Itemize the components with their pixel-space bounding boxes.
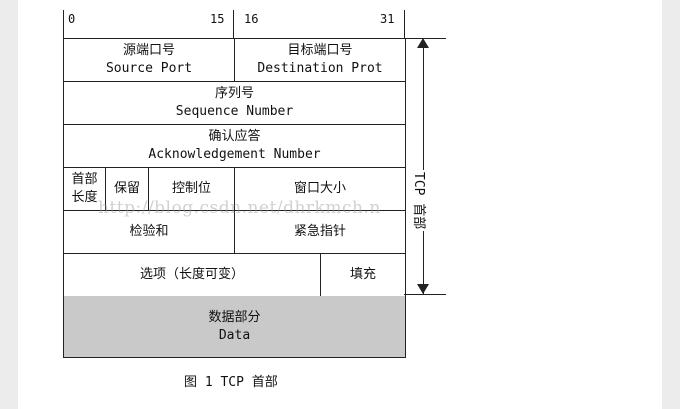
cell-ack-number: 确认应答 Acknowledgement Number [64, 124, 405, 167]
control-bits-label: 控制位 [171, 180, 211, 196]
cell-header-length: 首部 长度 [64, 167, 106, 210]
padding-label: 填充 [349, 266, 376, 282]
tcp-header-side-label: TCP 首部 [411, 170, 430, 232]
figure-caption: 图 1 TCP 首部 [184, 375, 278, 390]
data-en: Data [218, 327, 251, 343]
row-ack: 确认应答 Acknowledgement Number [64, 124, 405, 168]
bit-label-0: 0 [68, 12, 76, 26]
watermark-text: http://blog.csdn.net/dhrkmch.n [98, 198, 381, 218]
ack-en: Acknowledgement Number [148, 146, 321, 162]
cell-urgent-pointer: 紧急指针 [235, 210, 405, 253]
cell-control-bits: 控制位 [149, 167, 235, 210]
reserved-label: 保留 [113, 180, 140, 196]
cell-source-port: 源端口号 Source Port [64, 39, 235, 81]
tick-left [63, 10, 64, 38]
cell-window-size: 窗口大小 [235, 167, 405, 210]
data-cn: 数据部分 [208, 309, 261, 325]
tick-right [404, 10, 405, 38]
row-ports: 源端口号 Source Port 目标端口号 Destination Prot [64, 39, 405, 82]
bracket-vertical-line [423, 40, 424, 294]
bit-label-31: 31 [380, 12, 395, 26]
header-length-line1: 首部 [71, 171, 98, 187]
cell-sequence-number: 序列号 Sequence Number [64, 81, 405, 124]
tcp-header-table: 源端口号 Source Port 目标端口号 Destination Prot … [63, 38, 406, 358]
cell-checksum: 检验和 [64, 210, 235, 253]
arrow-down-icon [417, 284, 429, 294]
row-sequence: 序列号 Sequence Number [64, 81, 405, 125]
source-port-en: Source Port [105, 61, 193, 76]
sequence-cn: 序列号 [214, 85, 254, 101]
sequence-en: Sequence Number [175, 103, 294, 119]
bit-label-16: 16 [244, 12, 259, 26]
header-length-line2: 长度 [71, 189, 98, 205]
cell-options: 选项（长度可变） [64, 253, 321, 296]
ack-cn: 确认应答 [208, 128, 261, 144]
destination-port-en: Destination Prot [257, 61, 383, 76]
figure-page: 0 15 16 31 源端口号 Source Port 目标端口号 Destin… [18, 0, 662, 409]
cell-reserved: 保留 [106, 167, 149, 210]
row-data: 数据部分 Data [64, 296, 405, 357]
checksum-label: 检验和 [129, 223, 169, 239]
cell-data: 数据部分 Data [64, 296, 405, 357]
tick-middle [233, 10, 234, 38]
options-label: 选项（长度可变） [139, 266, 244, 282]
window-size-label: 窗口大小 [293, 180, 346, 196]
row-checksum: 检验和 紧急指针 [64, 210, 405, 254]
bit-label-15: 15 [210, 12, 225, 26]
bracket-bottom-line [404, 294, 446, 295]
urgent-pointer-label: 紧急指针 [293, 223, 346, 239]
source-port-cn: 源端口号 [122, 43, 175, 58]
arrow-up-icon [417, 38, 429, 48]
cell-destination-port: 目标端口号 Destination Prot [235, 39, 405, 81]
destination-port-cn: 目标端口号 [287, 43, 353, 58]
row-options: 选项（长度可变） 填充 [64, 253, 405, 297]
cell-padding: 填充 [321, 253, 405, 296]
